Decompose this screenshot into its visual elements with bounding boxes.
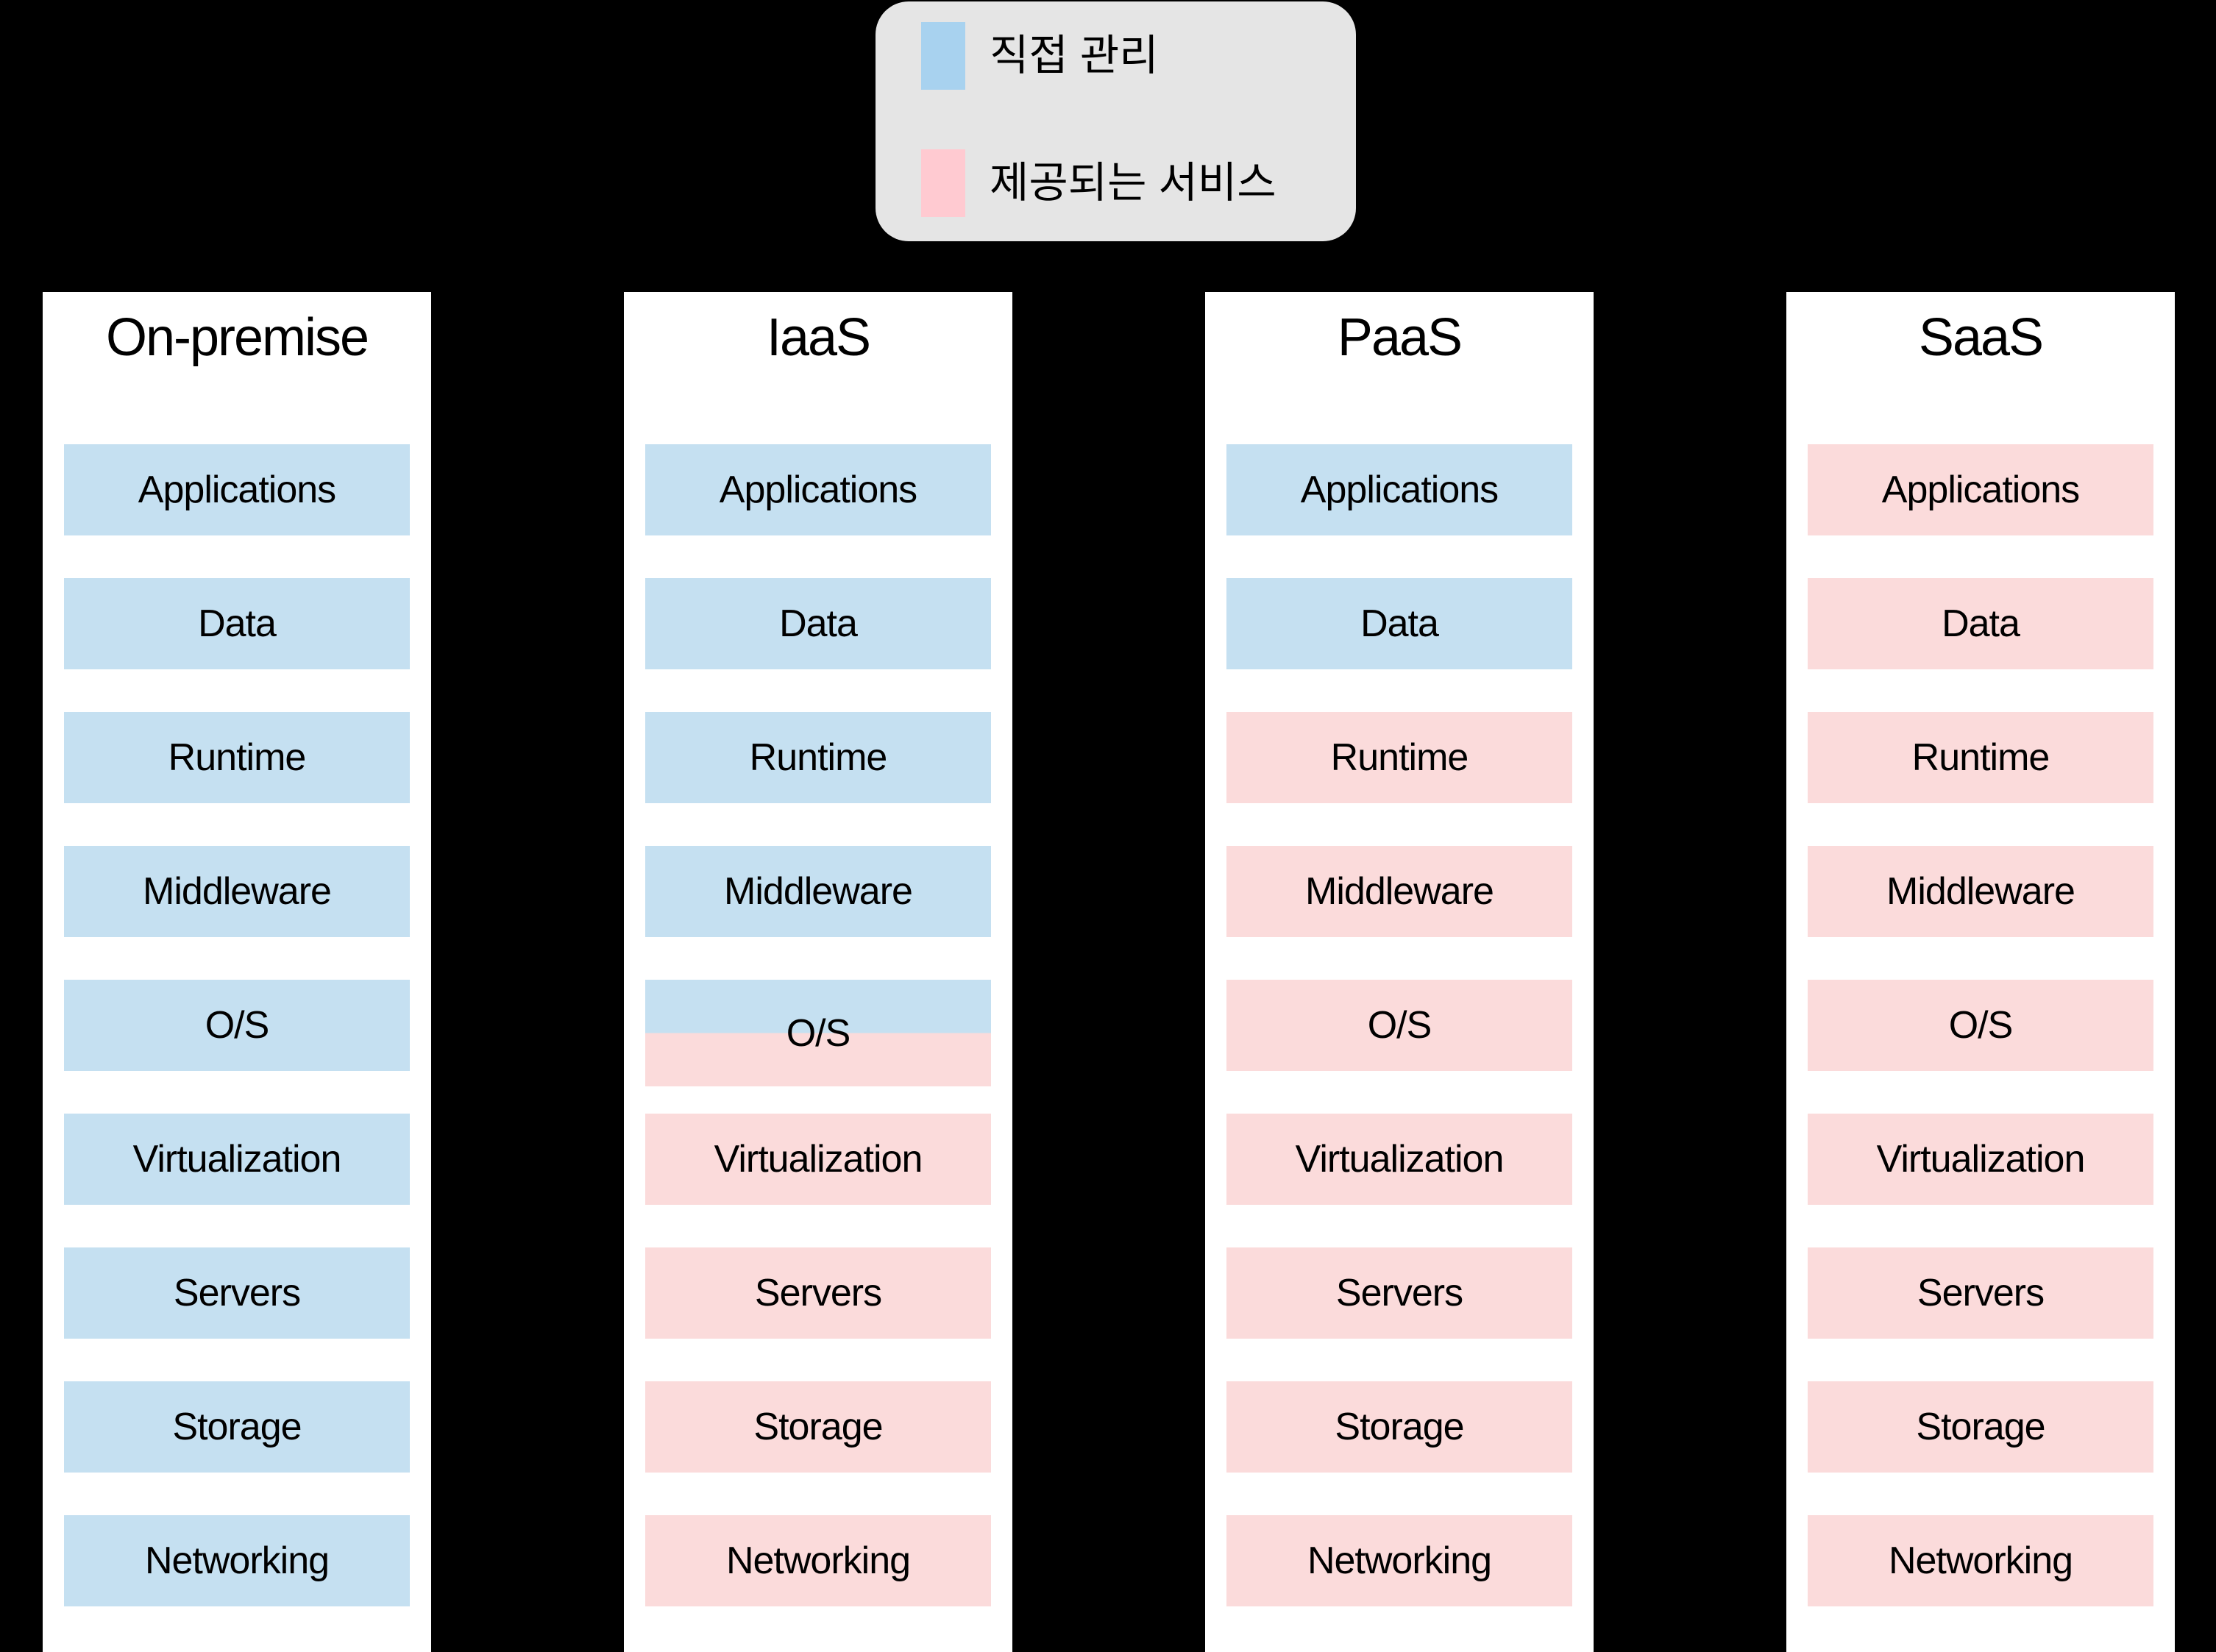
layer-label-data: Data — [1942, 602, 2020, 645]
layer-label-servers: Servers — [1335, 1272, 1463, 1314]
layer-label-servers: Servers — [754, 1272, 882, 1314]
layer-box-on-premise-virtualization: Virtualization — [64, 1114, 410, 1205]
layer-box-paas-o-s: O/S — [1226, 980, 1572, 1071]
layer-box-saas-applications: Applications — [1808, 444, 2153, 535]
layer-label-networking: Networking — [725, 1539, 911, 1582]
legend-item-provided: 제공되는 서비스 — [921, 149, 1276, 217]
layer-box-saas-storage: Storage — [1808, 1381, 2153, 1473]
layer-label-middleware: Middleware — [1305, 870, 1494, 913]
layer-label-storage: Storage — [753, 1406, 883, 1448]
layer-label-runtime: Runtime — [1911, 736, 2050, 779]
layer-label-middleware: Middleware — [143, 870, 332, 913]
layer-label-runtime: Runtime — [1330, 736, 1469, 779]
layer-label-servers: Servers — [1917, 1272, 2045, 1314]
layer-box-paas-data: Data — [1226, 578, 1572, 669]
column-saas: SaaS Applications Data Runtime Middlewar… — [1786, 292, 2175, 1652]
layer-box-paas-middleware: Middleware — [1226, 846, 1572, 937]
layer-box-iaas-storage: Storage — [645, 1381, 991, 1473]
layer-box-paas-runtime: Runtime — [1226, 712, 1572, 803]
layer-box-on-premise-storage: Storage — [64, 1381, 410, 1473]
layer-box-saas-middleware: Middleware — [1808, 846, 2153, 937]
layer-label-o-s: O/S — [205, 1004, 270, 1047]
layer-box-iaas-o-s: O/S — [645, 980, 991, 1086]
layer-box-paas-virtualization: Virtualization — [1226, 1114, 1572, 1205]
legend-label-provided: 제공되는 서비스 — [990, 159, 1276, 207]
column-title-paas: PaaS — [1337, 308, 1463, 367]
layer-label-o-s: O/S — [1367, 1004, 1432, 1047]
layer-box-paas-servers: Servers — [1226, 1247, 1572, 1339]
layer-label-data: Data — [1360, 602, 1439, 645]
layer-label-middleware: Middleware — [724, 870, 913, 913]
layer-box-on-premise-networking: Networking — [64, 1515, 410, 1606]
layer-label-applications: Applications — [1881, 469, 2080, 511]
column-title-on-premise: On-premise — [105, 308, 369, 367]
layer-box-on-premise-servers: Servers — [64, 1247, 410, 1339]
legend-swatch-provided — [921, 149, 965, 217]
layer-label-servers: Servers — [173, 1272, 301, 1314]
layer-box-on-premise-runtime: Runtime — [64, 712, 410, 803]
layer-label-applications: Applications — [719, 469, 917, 511]
layer-label-middleware: Middleware — [1886, 870, 2075, 913]
layer-label-data: Data — [198, 602, 277, 645]
layer-box-iaas-runtime: Runtime — [645, 712, 991, 803]
layer-box-on-premise-o-s: O/S — [64, 980, 410, 1071]
layer-box-on-premise-applications: Applications — [64, 444, 410, 535]
layer-box-saas-virtualization: Virtualization — [1808, 1114, 2153, 1205]
layer-label-o-s: O/S — [786, 1011, 851, 1055]
layer-label-virtualization: Virtualization — [1876, 1138, 2086, 1181]
layer-label-networking: Networking — [1888, 1539, 2073, 1582]
layer-label-applications: Applications — [1300, 469, 1499, 511]
layer-box-iaas-data: Data — [645, 578, 991, 669]
layer-box-saas-servers: Servers — [1808, 1247, 2153, 1339]
layer-box-saas-networking: Networking — [1808, 1515, 2153, 1606]
legend-item-managed: 직접 관리 — [921, 22, 1159, 90]
layer-label-runtime: Runtime — [168, 736, 307, 779]
layer-box-saas-o-s: O/S — [1808, 980, 2153, 1071]
layer-box-iaas-virtualization: Virtualization — [645, 1114, 991, 1205]
legend: 직접 관리 제공되는 서비스 — [876, 1, 1356, 241]
layer-label-virtualization: Virtualization — [1295, 1138, 1505, 1181]
column-title-saas: SaaS — [1918, 308, 2044, 367]
layer-box-iaas-servers: Servers — [645, 1247, 991, 1339]
layer-label-storage: Storage — [172, 1406, 302, 1448]
layer-label-virtualization: Virtualization — [132, 1138, 342, 1181]
column-title-iaas: IaaS — [766, 308, 871, 367]
layer-label-applications: Applications — [138, 469, 336, 511]
column-iaas: IaaS Applications Data Runtime Middlewar… — [624, 292, 1012, 1652]
layer-box-on-premise-data: Data — [64, 578, 410, 669]
layer-label-data: Data — [779, 602, 858, 645]
layer-label-virtualization: Virtualization — [714, 1138, 923, 1181]
layer-label-storage: Storage — [1916, 1406, 2045, 1448]
column-on-premise: On-premise Applications Data Runtime Mid… — [43, 292, 431, 1652]
layer-box-saas-runtime: Runtime — [1808, 712, 2153, 803]
layer-label-networking: Networking — [144, 1539, 330, 1582]
layer-box-paas-applications: Applications — [1226, 444, 1572, 535]
column-paas: PaaS Applications Data Runtime Middlewar… — [1205, 292, 1594, 1652]
layer-box-iaas-networking: Networking — [645, 1515, 991, 1606]
layer-label-runtime: Runtime — [749, 736, 888, 779]
layer-label-o-s: O/S — [1948, 1004, 2014, 1047]
layer-label-storage: Storage — [1335, 1406, 1464, 1448]
layer-box-iaas-applications: Applications — [645, 444, 991, 535]
layer-box-saas-data: Data — [1808, 578, 2153, 669]
layer-label-networking: Networking — [1307, 1539, 1492, 1582]
legend-swatch-managed — [921, 22, 965, 90]
layer-box-iaas-middleware: Middleware — [645, 846, 991, 937]
layer-box-on-premise-middleware: Middleware — [64, 846, 410, 937]
legend-label-managed: 직접 관리 — [990, 32, 1159, 79]
layer-box-paas-storage: Storage — [1226, 1381, 1572, 1473]
layer-box-paas-networking: Networking — [1226, 1515, 1572, 1606]
